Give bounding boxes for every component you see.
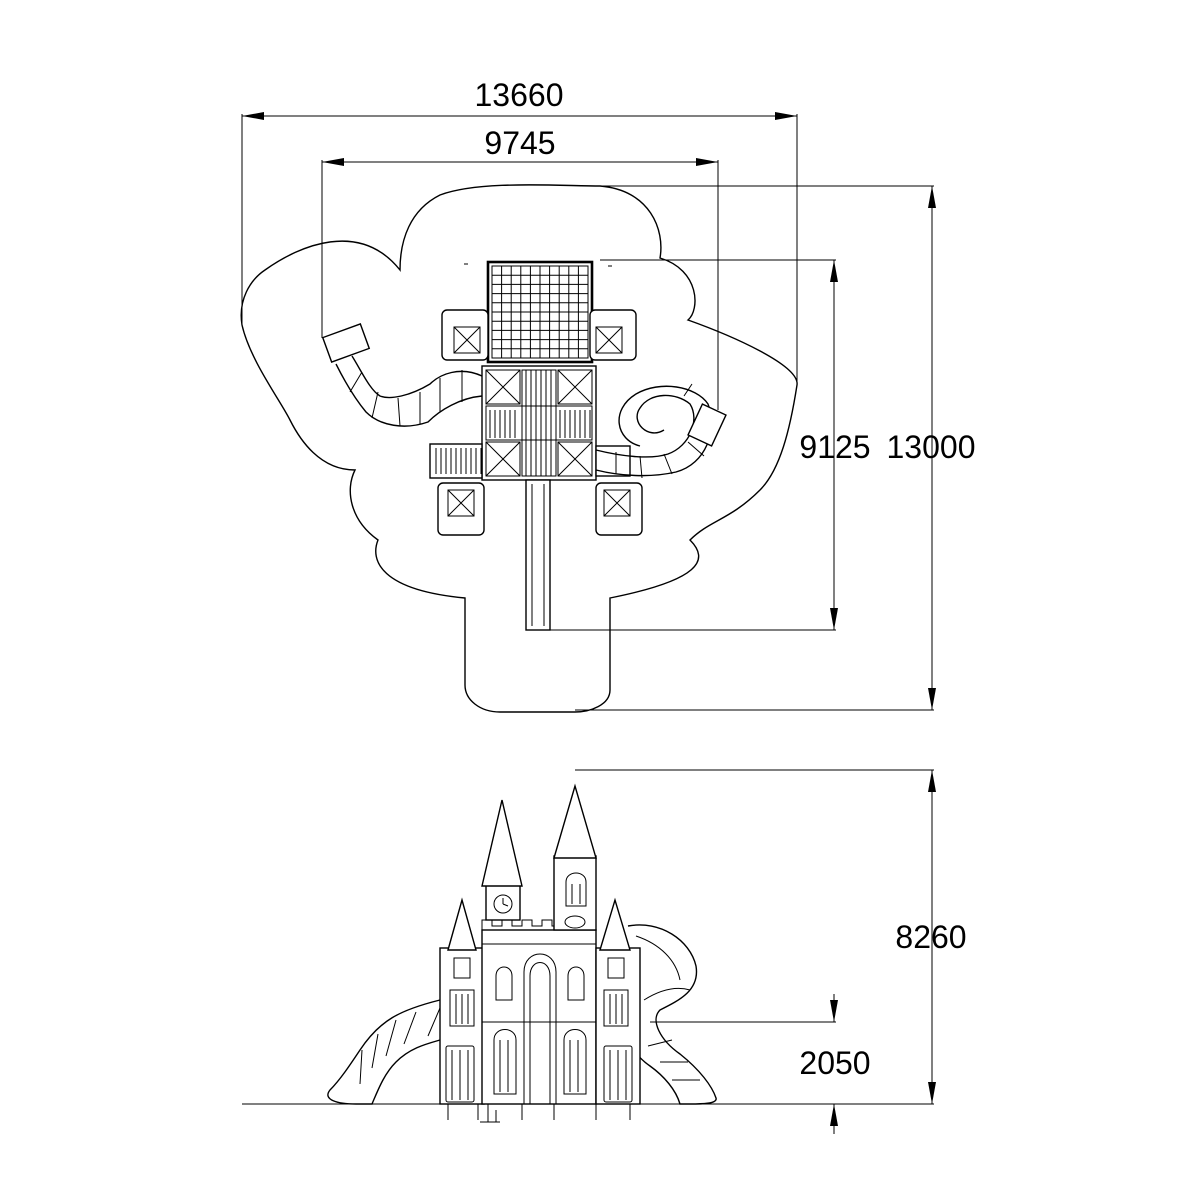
safety-zone-outline [240,184,798,713]
dimension-label-overall-depth: 13000 [887,429,976,465]
right-slide-elevation [627,924,717,1105]
clock-tower [481,799,523,921]
dimension-overall-depth: 13000 [575,185,976,711]
roof-box-bottom-left [437,482,485,536]
central-tower-block [481,365,597,481]
dimension-platform-height: 2050 [650,994,871,1134]
dimension-overall-width: 13660 [241,77,798,385]
dimension-inner-depth: 9125 [550,259,871,631]
elevation-view: 8260 2050 [242,769,967,1134]
roof-box-bottom-right [595,482,643,536]
right-side-tower [595,897,641,1105]
dimension-inner-width: 9745 [321,125,719,410]
base-posts [447,1104,631,1123]
grid-deck [486,260,594,364]
dimension-label-platform-height: 2050 [799,1045,870,1081]
straight-slide [525,479,551,631]
dimension-label-inner-depth: 9125 [799,429,870,465]
dimension-label-inner-width: 9745 [484,125,555,161]
roof-box-top-left [441,309,489,361]
left-side-tower [439,897,485,1105]
dimension-label-overall-width: 13660 [475,77,564,113]
dimension-total-height: 8260 [575,769,967,1104]
plan-view: 13660 9745 9125 13000 [240,77,976,713]
left-slide-elevation [327,999,441,1105]
main-spire [553,783,597,931]
main-building [481,919,597,1105]
roof-box-top-right [589,309,637,361]
right-tube-slide [595,383,727,479]
clock-icon [493,894,513,914]
left-tube-slide [321,323,483,427]
dimension-label-total-height: 8260 [895,919,966,955]
left-ladder [429,443,483,479]
